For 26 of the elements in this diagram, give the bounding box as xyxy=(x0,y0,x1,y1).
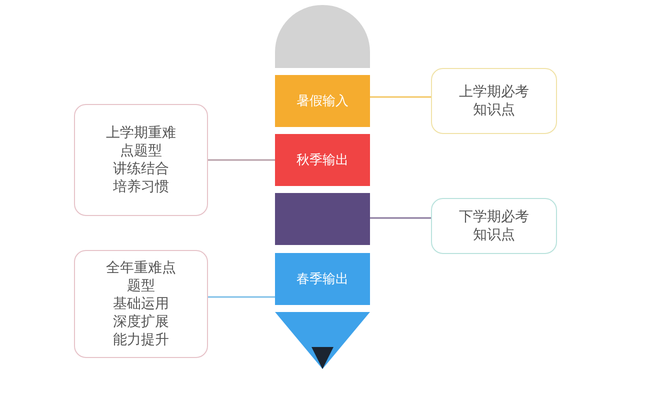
segment-label: 暑假输入 xyxy=(296,93,348,110)
card-text: 下学期必考知识点 xyxy=(458,208,530,244)
connector-line xyxy=(370,96,431,98)
pencil-eraser xyxy=(275,5,370,68)
card-text: 讲练结合 xyxy=(113,160,169,178)
card-text: 基础运用 xyxy=(113,294,169,314)
note-card xyxy=(431,198,557,254)
card-text: 全年重难点题型 xyxy=(105,258,177,295)
pencil-segment xyxy=(275,253,370,305)
card-text: 上学期重难点题型 xyxy=(105,124,177,160)
card-text: 深度扩展 xyxy=(113,313,169,332)
pencil-tip xyxy=(275,312,370,369)
note-card xyxy=(431,68,557,134)
note-card xyxy=(74,104,208,216)
connector-line xyxy=(208,159,275,161)
pencil-segment xyxy=(275,193,370,245)
note-card xyxy=(74,250,208,358)
card-text: 上学期必考知识点 xyxy=(458,82,530,120)
segment-label: 春季输出 xyxy=(296,271,348,288)
pencil-segment xyxy=(275,75,370,127)
card-text: 培养习惯 xyxy=(113,178,169,196)
card-text: 能力提升 xyxy=(113,331,169,350)
connector-line xyxy=(208,296,275,298)
connector-line xyxy=(370,217,431,219)
segment-label: 秋季输出 xyxy=(296,152,348,169)
pencil-segment xyxy=(275,134,370,186)
